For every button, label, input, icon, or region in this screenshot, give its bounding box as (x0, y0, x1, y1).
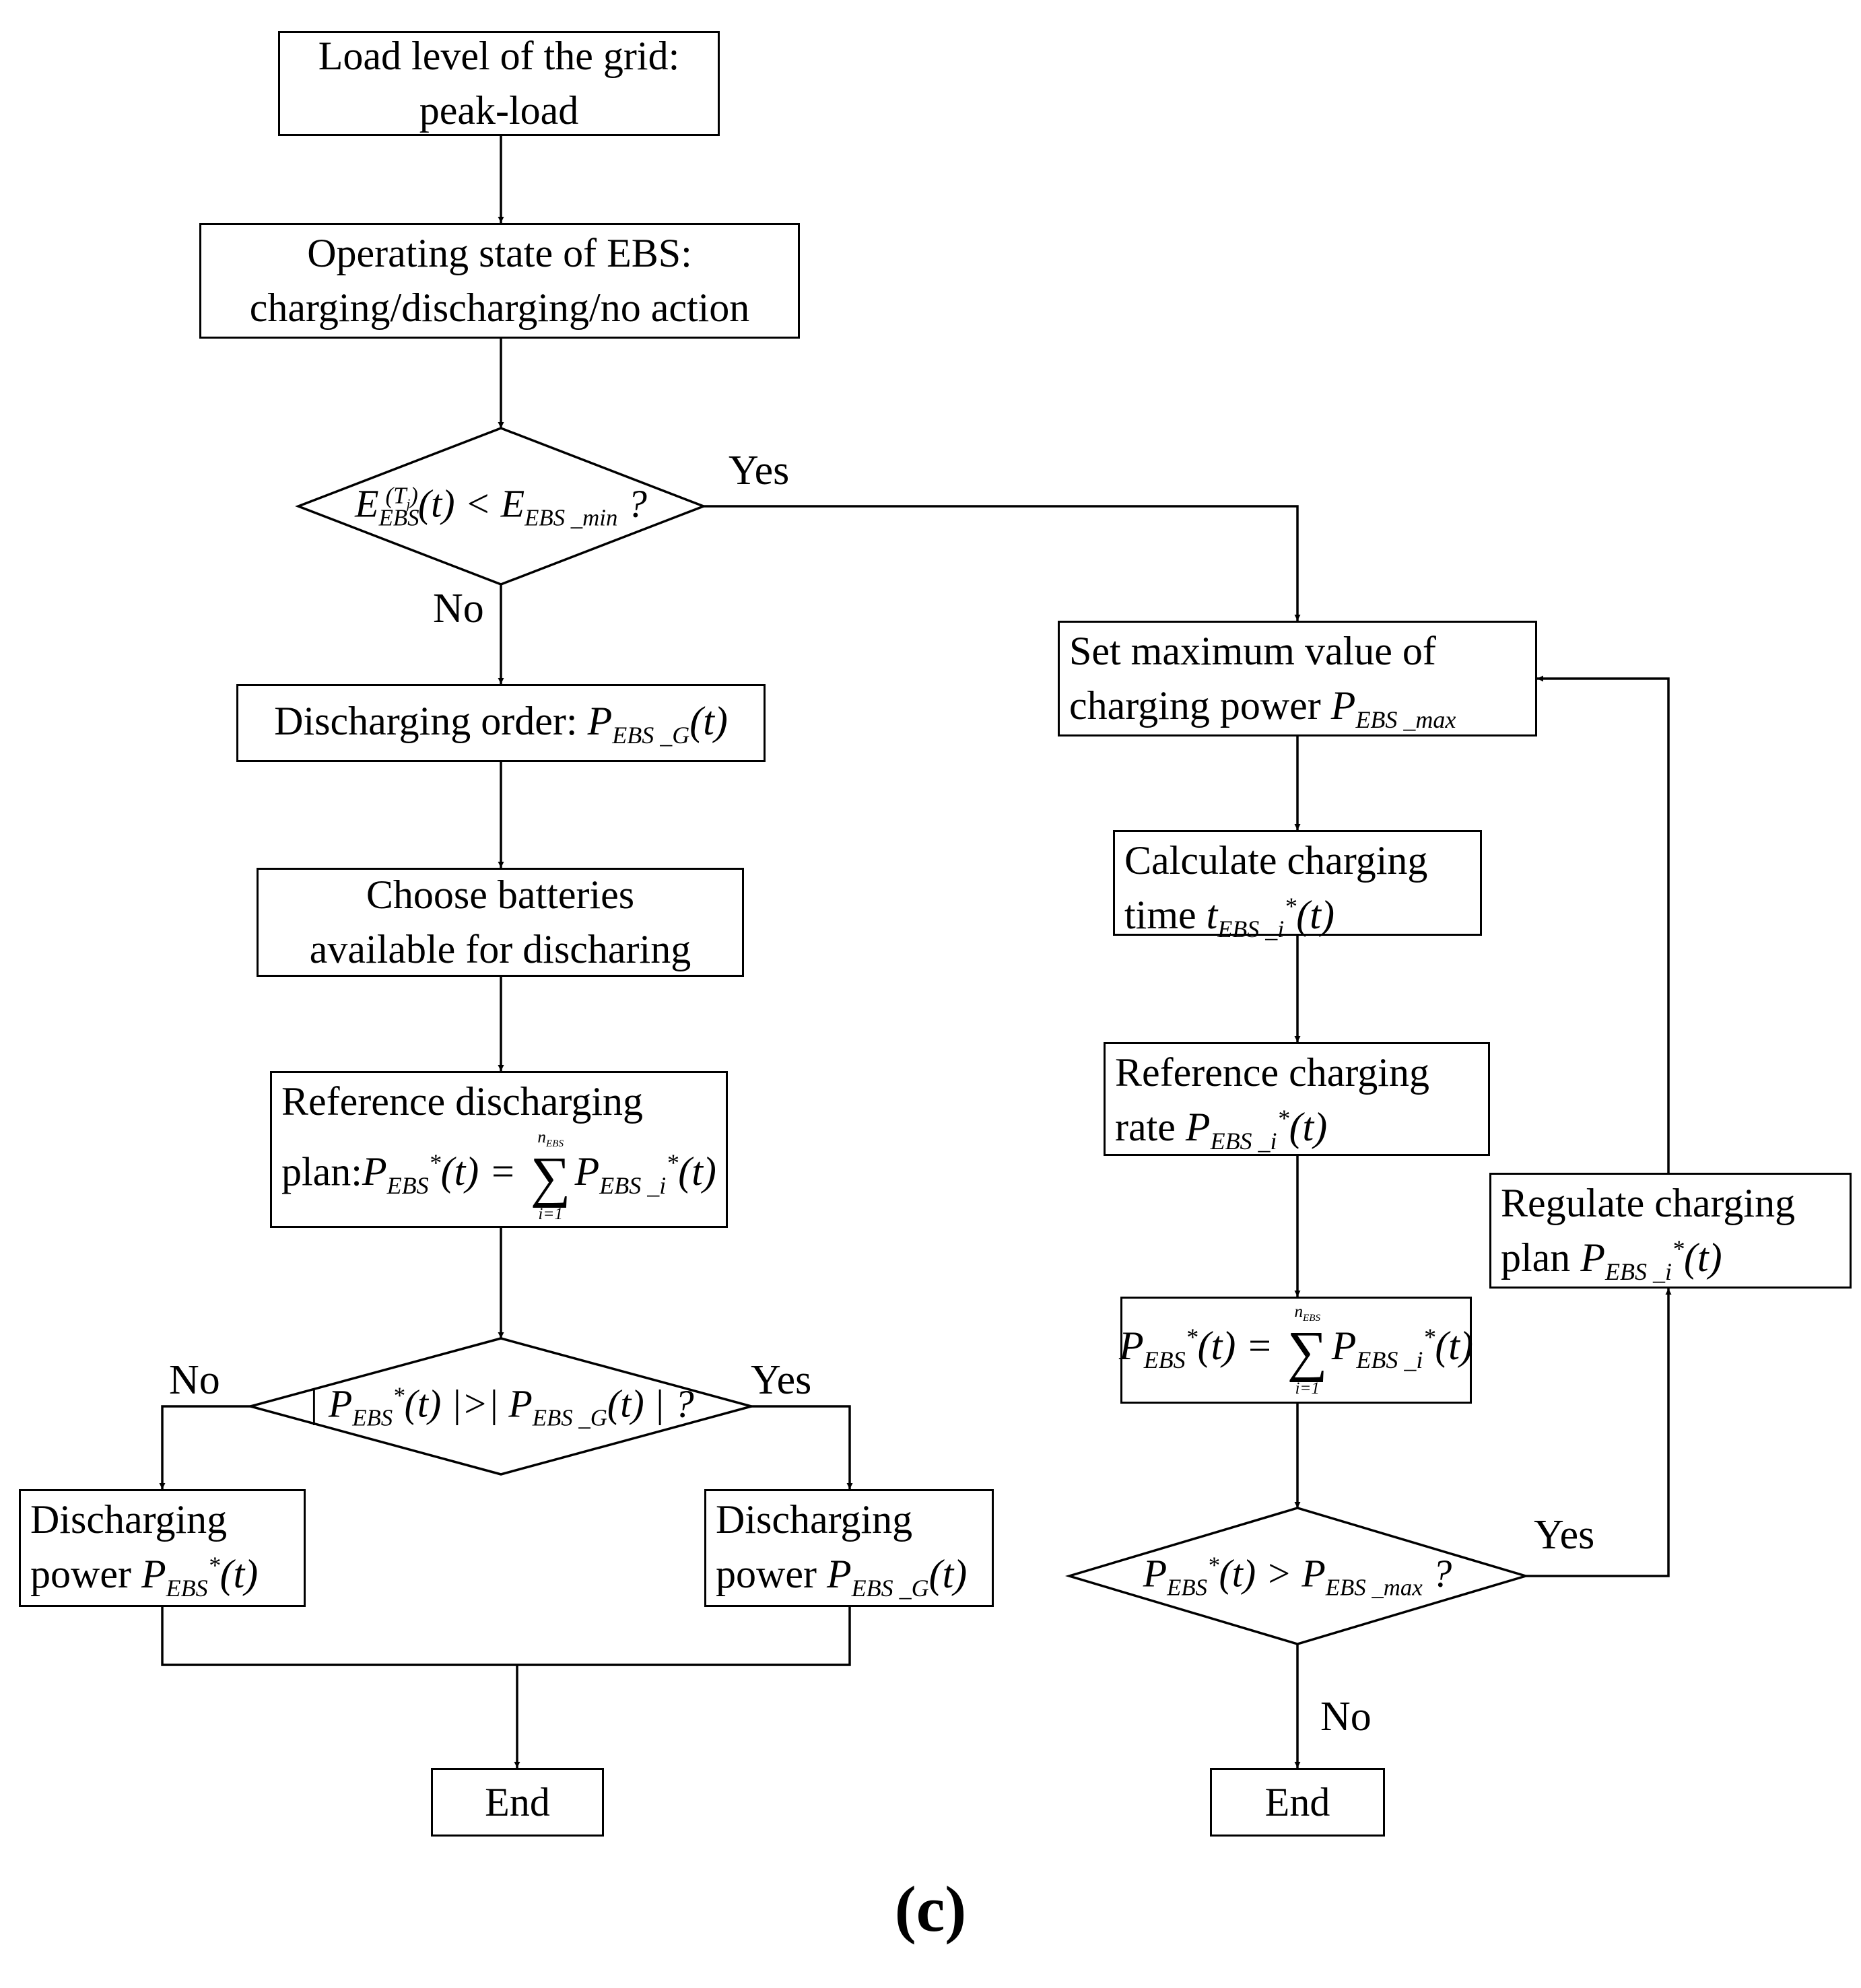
calc-time-box: Calculate charging time tEBS _i*(t) (1113, 830, 1482, 942)
merge-line (161, 1607, 851, 1666)
discharge-b-box: Discharging power PEBS _G(t) (704, 1489, 994, 1607)
decision3-text: PEBS*(t) > PEBS _max ? (1143, 1551, 1452, 1601)
decision1-text: EEBS(Tj)(t) < EEBS _min ? (355, 481, 647, 531)
state-box: Operating state of EBS: charging/dischar… (199, 223, 800, 339)
discharge-a-line1: Discharging (30, 1497, 228, 1542)
start-box: Load level of the grid: peak-load (278, 31, 720, 136)
ref-rate-line1: Reference charging (1115, 1050, 1429, 1095)
start-line2: peak-load (419, 88, 579, 133)
regulate-line1: Regulate charging (1501, 1181, 1796, 1225)
discharge-a-box: Discharging power PEBS*(t) (19, 1489, 306, 1607)
decision2-yes-label: Yes (751, 1357, 812, 1403)
end-right-text: End (1264, 1779, 1330, 1824)
state-line1: Operating state of EBS: (307, 231, 692, 275)
discharge-b-line2: power PEBS _G(t) (716, 1552, 968, 1602)
arrow-regulate-to-setmax (1537, 675, 1670, 1173)
regulate-line2: plan PEBS _i*(t) (1501, 1235, 1722, 1285)
calc-time-line1: Calculate charging (1124, 838, 1428, 883)
start-line1: Load level of the grid: (318, 34, 680, 78)
discharge-order-label: Discharging order: (274, 699, 588, 744)
choose-line2: available for discharing (309, 927, 691, 971)
end-left-box: End (431, 1768, 604, 1837)
discharge-b-line1: Discharging (716, 1497, 913, 1542)
choose-box: Choose batteries available for discharin… (257, 868, 744, 977)
arrow-decision1-yes (704, 505, 1301, 621)
discharge-a-line2: power PEBS*(t) (30, 1552, 259, 1602)
set-max-line2: charging power PEBS _max (1069, 683, 1456, 733)
ref-discharge-line1: Reference discharging (281, 1079, 643, 1124)
end-left-text: End (485, 1779, 550, 1824)
figure-caption: (c) (894, 1873, 967, 1945)
discharge-order-box: Discharging order: PEBS _G(t) (236, 684, 766, 762)
ref-rate-line2: rate PEBS _i*(t) (1115, 1105, 1328, 1155)
set-max-line1: Set maximum value of (1069, 629, 1436, 673)
decision3-yes-label: Yes (1534, 1512, 1595, 1558)
decision1-yes-label: Yes (729, 448, 790, 493)
arrow-decision3-yes (1526, 1289, 1672, 1577)
ref-discharge-box: Reference discharging plan:PEBS*(t) = nE… (270, 1071, 728, 1228)
ref-rate-box: Reference charging rate PEBS _i*(t) (1104, 1042, 1490, 1156)
decision2-no-label: No (169, 1357, 220, 1403)
decision1-no-label: No (433, 586, 484, 631)
discharge-order-math: PEBS _G(t) (587, 699, 728, 749)
arrow-decision2-yes (751, 1405, 853, 1489)
decision3-no-label: No (1320, 1694, 1372, 1740)
arrow-decision2-no (159, 1405, 250, 1489)
regulate-box: Regulate charging plan PEBS _i*(t) (1489, 1173, 1852, 1289)
end-right-box: End (1210, 1768, 1385, 1837)
state-line2: charging/discharging/no action (249, 285, 750, 330)
set-max-box: Set maximum value of charging power PEBS… (1058, 621, 1537, 736)
choose-line1: Choose batteries (366, 872, 635, 917)
calc-time-line2: time tEBS _i*(t) (1124, 893, 1334, 942)
decision2-text: | PEBS*(t) |>| PEBS _G(t) | ? (308, 1381, 694, 1431)
